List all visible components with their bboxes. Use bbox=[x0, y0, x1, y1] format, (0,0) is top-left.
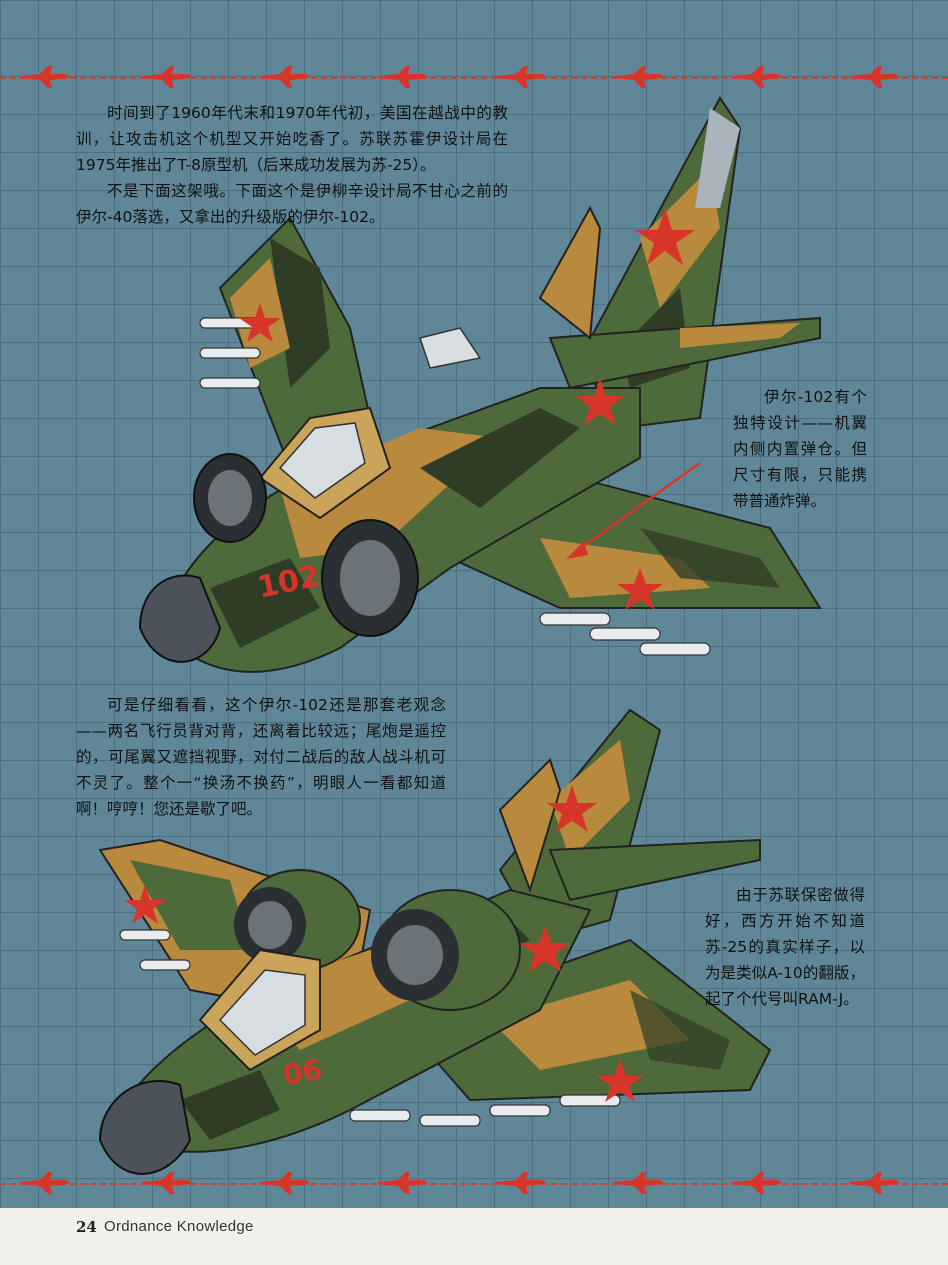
decorative-jet-row-bottom bbox=[0, 1168, 948, 1198]
paragraph-il102-critique: 可是仔细看看，这个伊尔-102还是那套老观念——两名飞行员背对背，还离着比较远；… bbox=[76, 696, 446, 818]
page-number: 24 bbox=[76, 1218, 97, 1236]
paragraph-su25-ram-j: 由于苏联保密做得好，西方开始不知道苏-25的真实样子，以为是类似A-10的翻版，… bbox=[705, 886, 865, 1008]
jet-silhouette-icon bbox=[378, 1172, 427, 1194]
jet-silhouette-icon bbox=[260, 66, 309, 88]
jet-silhouette-icon bbox=[614, 66, 663, 88]
jet-silhouette-icon bbox=[614, 1172, 663, 1194]
jet-silhouette-icon bbox=[732, 1172, 781, 1194]
jet-silhouette-icon bbox=[496, 66, 545, 88]
paragraph-intro: 时间到了1960年代末和1970年代初，美国在越战中的教训，让攻击机这个机型又开… bbox=[76, 104, 508, 174]
jet-silhouette-icon bbox=[260, 1172, 309, 1194]
il-102-illustration: 102 bbox=[138, 96, 822, 673]
jet-silhouette-icon bbox=[732, 66, 781, 88]
jet-silhouette-icon bbox=[496, 1172, 545, 1194]
intro-text-block: 时间到了1960年代末和1970年代初，美国在越战中的教训，让攻击机这个机型又开… bbox=[76, 100, 508, 230]
jet-silhouette-icon bbox=[142, 66, 191, 88]
paragraph-il102-intro: 不是下面这架哦。下面这个是伊柳辛设计局不甘心之前的伊尔-40落选，又拿出的升级版… bbox=[76, 182, 508, 226]
su25-caption: 由于苏联保密做得好，西方开始不知道苏-25的真实样子，以为是类似A-10的翻版，… bbox=[705, 882, 865, 1012]
pointer-arrow bbox=[566, 461, 701, 559]
su-25-illustration: 06 bbox=[98, 708, 772, 1175]
jet-silhouette-icon bbox=[142, 1172, 191, 1194]
dashed-border-bottom bbox=[0, 1183, 948, 1185]
page-background: 102 bbox=[0, 0, 948, 1208]
jet-silhouette-icon bbox=[850, 66, 899, 88]
decorative-jet-row-top bbox=[0, 62, 948, 92]
jet-silhouette-icon bbox=[850, 1172, 899, 1194]
publication-title: Ordnance Knowledge bbox=[104, 1218, 254, 1235]
jet-silhouette-icon bbox=[20, 1172, 69, 1194]
page-footer bbox=[0, 1208, 948, 1265]
il102-critique-block: 可是仔细看看，这个伊尔-102还是那套老观念——两名飞行员背对背，还离着比较远；… bbox=[76, 692, 446, 822]
paragraph-il102-bomb-bay: 伊尔-102有个独特设计——机翼内侧内置弹仓。但尺寸有限，只能携带普通炸弹。 bbox=[733, 388, 867, 510]
il102-caption: 伊尔-102有个独特设计——机翼内侧内置弹仓。但尺寸有限，只能携带普通炸弹。 bbox=[733, 384, 867, 514]
su-25-side-number: 06 bbox=[280, 1053, 324, 1092]
dashed-border-top bbox=[0, 77, 948, 79]
jet-silhouette-icon bbox=[378, 66, 427, 88]
jet-silhouette-icon bbox=[20, 66, 69, 88]
